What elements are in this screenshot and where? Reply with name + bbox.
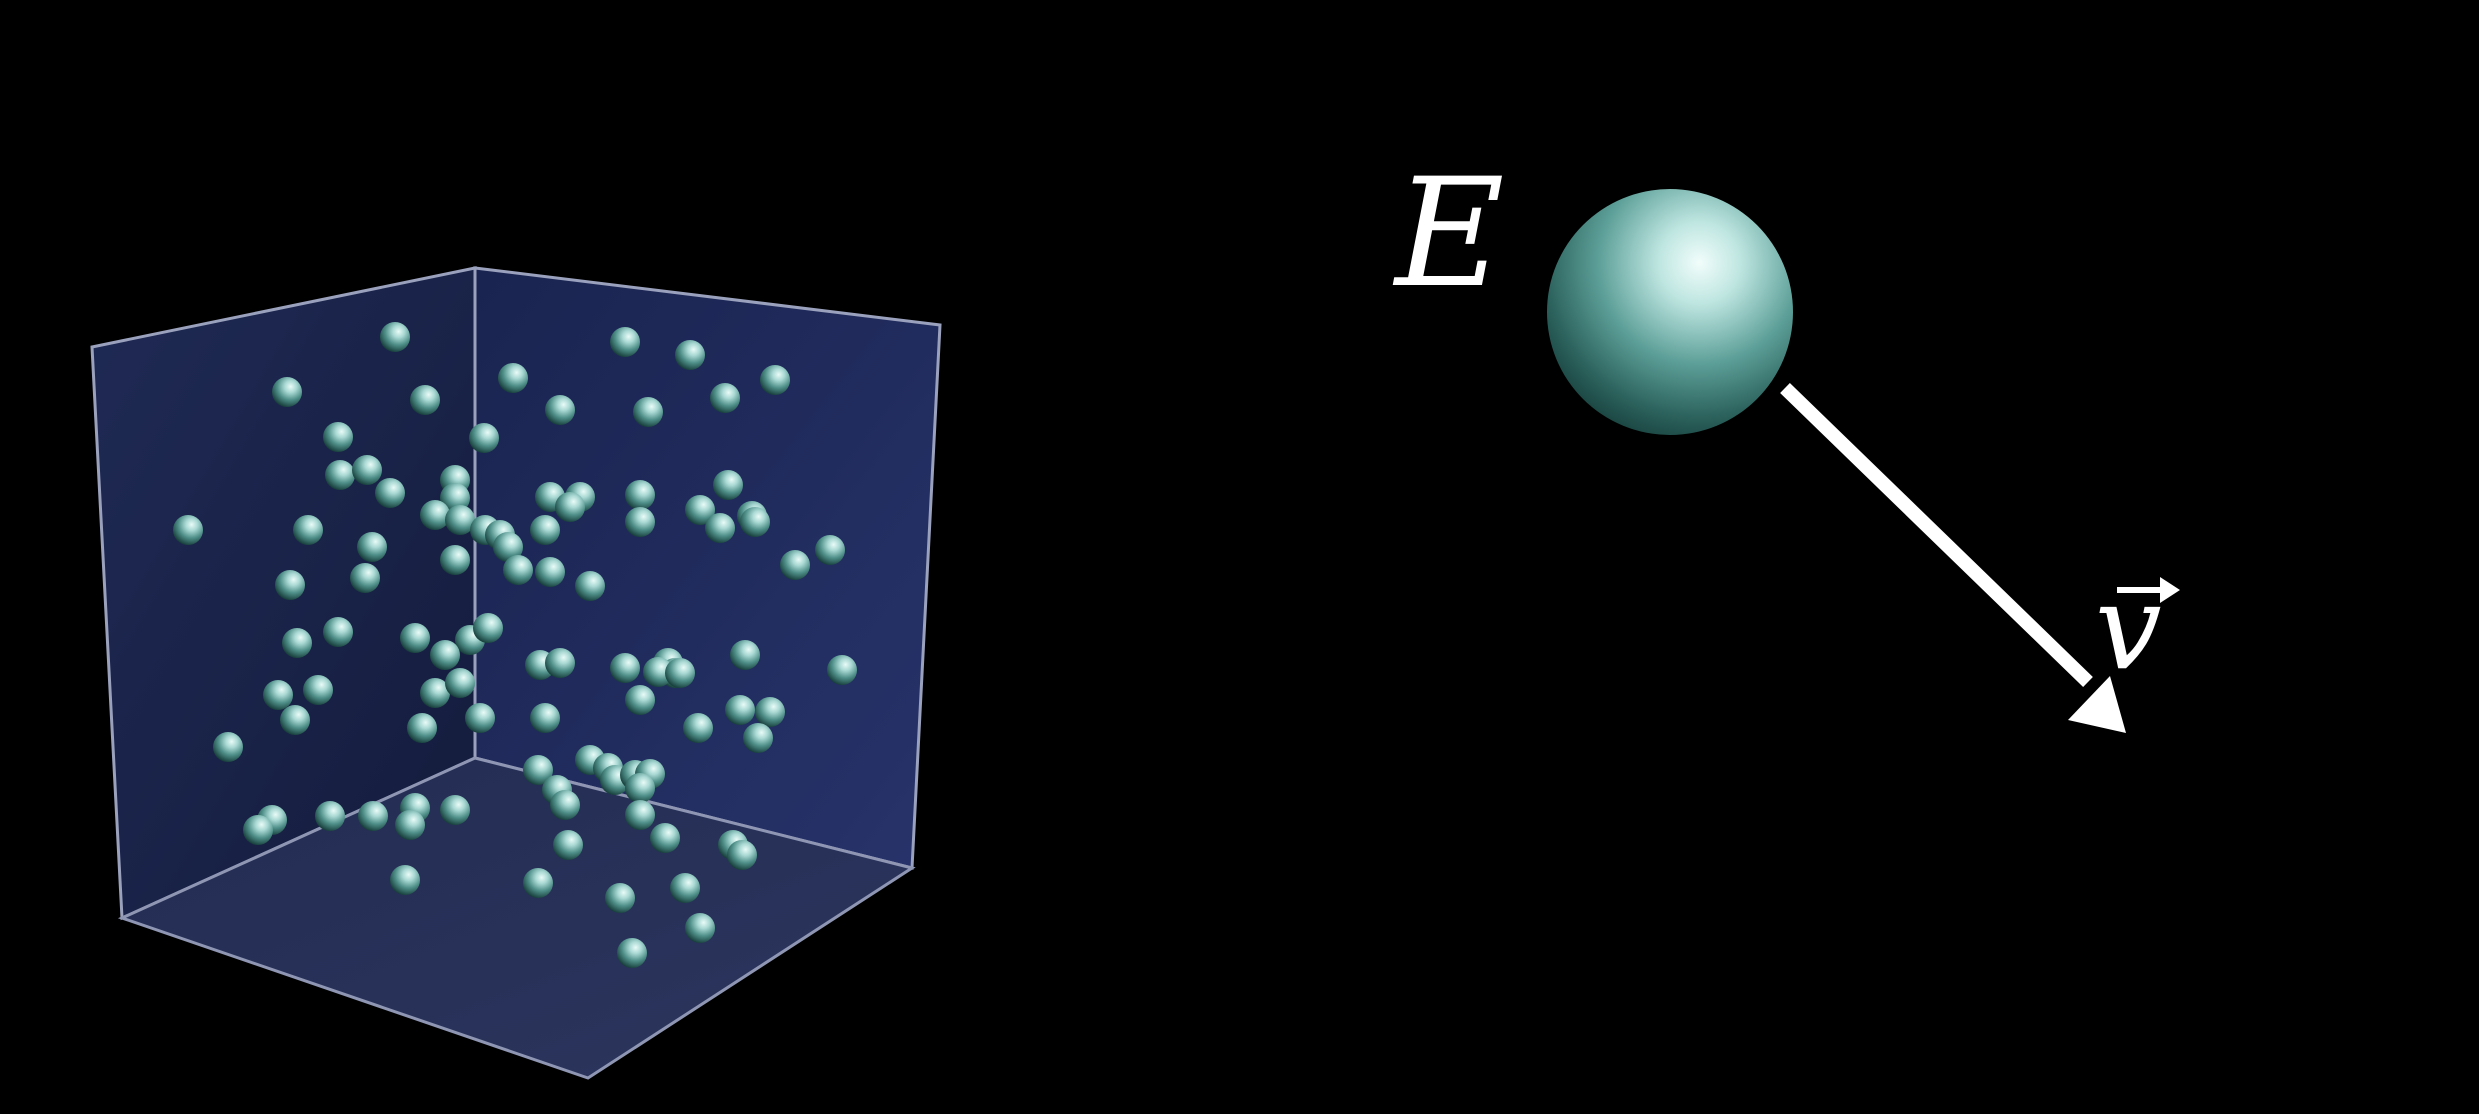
gas-particle <box>407 713 437 743</box>
gas-particle <box>473 613 503 643</box>
gas-particle <box>530 703 560 733</box>
gas-particle <box>293 515 323 545</box>
gas-particle <box>280 705 310 735</box>
gas-particle <box>730 640 760 670</box>
gas-particle <box>827 655 857 685</box>
gas-particle <box>323 617 353 647</box>
gas-particle <box>755 697 785 727</box>
gas-particle <box>815 535 845 565</box>
gas-particle <box>350 563 380 593</box>
gas-particle <box>625 507 655 537</box>
gas-container-box <box>90 266 942 1080</box>
gas-particle <box>705 513 735 543</box>
velocity-label-text: v <box>2095 558 2162 696</box>
gas-particle <box>685 495 715 525</box>
gas-particle <box>282 628 312 658</box>
gas-particle <box>213 732 243 762</box>
gas-particle <box>740 507 770 537</box>
gas-particle <box>780 550 810 580</box>
gas-particle <box>357 532 387 562</box>
gas-particle <box>683 713 713 743</box>
gas-particle <box>550 790 580 820</box>
gas-particle <box>465 703 495 733</box>
gas-particle <box>395 810 425 840</box>
gas-particle <box>685 913 715 943</box>
gas-particle <box>375 478 405 508</box>
gas-particle <box>523 755 553 785</box>
velocity-label: v <box>2095 558 2180 696</box>
gas-particle <box>625 480 655 510</box>
gas-particle <box>670 873 700 903</box>
vector-arrow-icon <box>2117 577 2180 603</box>
gas-particle <box>325 460 355 490</box>
gas-particle <box>440 545 470 575</box>
gas-particle <box>445 505 475 535</box>
gas-particle <box>173 515 203 545</box>
gas-particle <box>643 657 673 687</box>
gas-particle <box>710 383 740 413</box>
velocity-arrow-icon <box>1780 382 2126 733</box>
gas-particle <box>469 423 499 453</box>
gas-particle <box>503 555 533 585</box>
gas-particle <box>323 422 353 452</box>
gas-particle <box>410 385 440 415</box>
gas-particle <box>633 397 663 427</box>
gas-particle <box>380 322 410 352</box>
gas-particle <box>303 675 333 705</box>
gas-particle <box>358 801 388 831</box>
gas-particle <box>605 883 635 913</box>
gas-particle <box>575 571 605 601</box>
gas-particle <box>727 840 757 870</box>
gas-particle <box>420 678 450 708</box>
box-floor <box>117 756 916 1080</box>
gas-particle <box>263 680 293 710</box>
gas-particle <box>272 377 302 407</box>
energy-label: E <box>1392 147 1505 321</box>
gas-particle <box>530 515 560 545</box>
gas-particle <box>535 557 565 587</box>
gas-particle <box>610 327 640 357</box>
gas-particle <box>545 395 575 425</box>
gas-particle <box>352 455 382 485</box>
gas-particle <box>617 938 647 968</box>
gas-particle <box>523 868 553 898</box>
gas-particles <box>173 322 857 968</box>
gas-particle <box>725 695 755 725</box>
particle-sphere-icon <box>1547 189 1793 435</box>
gas-particle <box>430 640 460 670</box>
gas-particle <box>610 653 640 683</box>
gas-particle <box>553 830 583 860</box>
gas-particle <box>555 492 585 522</box>
gas-particle <box>493 532 523 562</box>
gas-particle <box>760 365 790 395</box>
gas-particle <box>625 800 655 830</box>
gas-particle <box>625 685 655 715</box>
gas-particle <box>420 500 450 530</box>
gas-particle <box>713 470 743 500</box>
gas-particle <box>545 648 575 678</box>
gas-particle <box>243 815 273 845</box>
gas-particle <box>390 865 420 895</box>
gas-particle <box>440 795 470 825</box>
gas-particle <box>665 658 695 688</box>
gas-particle <box>498 363 528 393</box>
gas-particle <box>445 668 475 698</box>
gas-particle <box>400 623 430 653</box>
gas-particle <box>315 801 345 831</box>
gas-particle <box>675 340 705 370</box>
gas-particle <box>275 570 305 600</box>
gas-particle <box>650 823 680 853</box>
gas-particle <box>743 723 773 753</box>
gas-particle <box>625 773 655 803</box>
